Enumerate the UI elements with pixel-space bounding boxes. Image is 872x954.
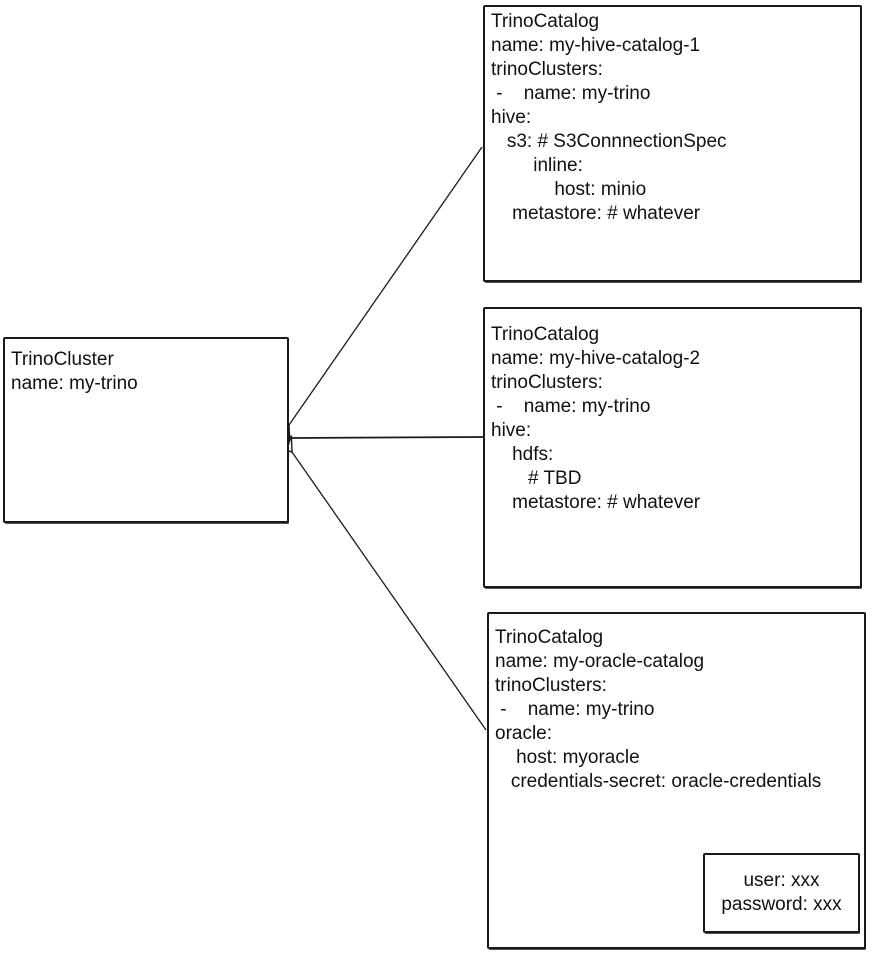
catalog2-line: metastore: # whatever xyxy=(491,492,701,513)
catalog3-title: TrinoCatalog xyxy=(495,627,604,648)
edge-catalog1-to-cluster xyxy=(273,146,483,442)
catalog2-line: - name: my-trino xyxy=(491,396,651,417)
catalog2-line: hdfs: xyxy=(491,444,554,465)
catalog3-line: - name: my-trino xyxy=(495,699,655,720)
trino-cluster-box: TrinoCluster name: my-trino xyxy=(3,337,289,523)
catalog2-line: name: my-hive-catalog-2 xyxy=(491,348,701,369)
edge-catalog3-to-cluster xyxy=(276,435,487,731)
catalog3-line: name: my-oracle-catalog xyxy=(495,651,705,672)
catalog2-line: trinoClusters: xyxy=(491,372,603,393)
catalog2-line: hive: xyxy=(491,420,532,441)
catalog3-line: host: myoracle xyxy=(495,747,640,768)
catalog1-line: - name: my-trino xyxy=(491,83,651,104)
secret-user-line: user: xxx xyxy=(743,870,820,891)
catalog1-line: hive: xyxy=(491,107,532,128)
catalog1-line: metastore: # whatever xyxy=(491,203,701,224)
trino-catalog-2-box: TrinoCatalog name: my-hive-catalog-2 tri… xyxy=(483,307,862,588)
cluster-title: TrinoCluster xyxy=(11,349,114,370)
catalog3-line: credentials-secret: oracle-credentials xyxy=(495,771,822,792)
oracle-credentials-secret-box: user: xxx password: xxx xyxy=(703,853,860,933)
trino-catalog-1-box: TrinoCatalog name: my-hive-catalog-1 tri… xyxy=(483,5,862,282)
trino-catalog-3-box: TrinoCatalog name: my-oracle-catalog tri… xyxy=(487,612,866,949)
catalog1-line: host: minio xyxy=(491,179,647,200)
catalog1-line: name: my-hive-catalog-1 xyxy=(491,35,701,56)
secret-password-line: password: xxx xyxy=(721,894,842,915)
catalog1-line: inline: xyxy=(491,155,583,176)
catalog3-line: oracle: xyxy=(495,723,553,744)
catalog2-title: TrinoCatalog xyxy=(491,324,600,345)
cluster-name-line: name: my-trino xyxy=(11,373,138,394)
catalog1-line: trinoClusters: xyxy=(491,59,603,80)
catalog1-line: s3: # S3ConnnectionSpec xyxy=(491,131,727,152)
catalog2-line: # TBD xyxy=(491,468,582,489)
catalog1-title: TrinoCatalog xyxy=(491,11,600,32)
edge-catalog2-to-cluster xyxy=(277,428,484,449)
catalog3-line: trinoClusters: xyxy=(495,675,607,696)
